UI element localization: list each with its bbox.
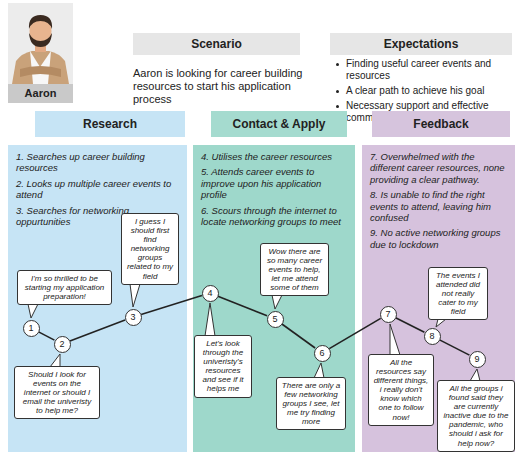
thought-text: Wow there are so many career events to h… xyxy=(265,247,324,292)
step-description: 4. Utilises the career resources xyxy=(201,151,348,162)
speech-bubble: Should I look for events on the internet… xyxy=(14,366,100,419)
bullet-item: A clear path to achieve his goal xyxy=(346,85,484,97)
section-body: Aaron is looking for career building res… xyxy=(133,67,328,106)
step-description: 7. Overwhelmed with the different career… xyxy=(370,151,508,185)
bullet-item: Finding useful career events and resourc… xyxy=(346,58,520,82)
thought-text: All the groups i found said they are cur… xyxy=(442,384,510,448)
section-heading: Expectations xyxy=(330,33,512,55)
step-number: 7 xyxy=(381,307,396,321)
step-number: 4 xyxy=(203,286,218,300)
bullet-dot xyxy=(336,105,339,108)
bullet-row: A clear path to achieve his goal xyxy=(330,85,520,97)
journey-step-circle: 7 xyxy=(380,306,397,323)
step-number: 6 xyxy=(315,346,330,360)
section-heading: Scenario xyxy=(133,33,300,55)
stage-header: Contact & Apply xyxy=(211,111,347,137)
stage-header: Feedback xyxy=(372,111,510,137)
thought-text: I'm so thrilled to be starting my applic… xyxy=(22,274,107,301)
step-number: 1 xyxy=(24,321,39,335)
bullet-dot xyxy=(336,63,339,66)
speech-bubble: I guess I should first find networking g… xyxy=(121,213,179,285)
step-number: 2 xyxy=(55,337,70,351)
thought-text: All the resources say different things, … xyxy=(373,358,429,422)
step-description: 9. No active networking groups due to lo… xyxy=(370,227,508,250)
journey-step-circle: 9 xyxy=(469,351,486,368)
stage-header: Research xyxy=(35,111,185,137)
speech-bubble: All the resources say different things, … xyxy=(368,354,434,426)
stage-title: Contact & Apply xyxy=(211,111,347,137)
journey-step-circle: 6 xyxy=(314,345,331,362)
thought-text: Let's look through the univeristy's reso… xyxy=(199,339,247,394)
stage-panel: 1. Searches up career building resources… xyxy=(8,145,187,452)
bullet-dot xyxy=(336,90,339,93)
thought-text: The events I attended did not really cat… xyxy=(433,271,483,316)
step-number: 5 xyxy=(268,312,283,326)
journey-step-circle: 1 xyxy=(23,320,40,337)
stage-title: Research xyxy=(35,111,185,137)
step-number: 3 xyxy=(126,310,141,324)
journey-step-circle: 5 xyxy=(267,311,284,328)
bullet-row: Finding useful career events and resourc… xyxy=(330,58,520,82)
step-description: 6. Scours through the internet to locate… xyxy=(201,205,348,228)
step-number: 9 xyxy=(470,352,485,366)
thought-text: Should I look for events on the internet… xyxy=(19,370,95,415)
persona-name-box: Aaron xyxy=(8,84,73,103)
speech-bubble: There are only a few networking groups I… xyxy=(276,377,346,430)
journey-step-circle: 8 xyxy=(424,328,441,345)
step-number: 8 xyxy=(425,329,440,343)
persona-photo xyxy=(8,3,73,84)
persona-name: Aaron xyxy=(8,84,73,103)
speech-bubble: Wow there are so many career events to h… xyxy=(260,243,329,296)
step-description: 2. Looks up multiple career events to at… xyxy=(16,178,180,201)
speech-bubble: The events I attended did not really cat… xyxy=(428,267,488,320)
speech-bubble: I'm so thrilled to be starting my applic… xyxy=(17,270,112,305)
thought-text: I guess I should first find networking g… xyxy=(126,217,174,281)
thought-text: There are only a few networking groups I… xyxy=(281,381,341,426)
stage-panel: 7. Overwhelmed with the different career… xyxy=(362,145,515,452)
info-block: ScenarioAaron is looking for career buil… xyxy=(133,33,328,106)
step-description: 1. Searches up career building resources xyxy=(16,151,180,174)
step-description: 8. Is unable to find the right events to… xyxy=(370,189,508,223)
journey-step-circle: 4 xyxy=(202,285,219,302)
step-description: 5. Attends career events to improve upon… xyxy=(201,166,348,200)
speech-bubble: Let's look through the univeristy's reso… xyxy=(194,335,252,398)
stage-title: Feedback xyxy=(372,111,510,137)
speech-bubble: All the groups i found said they are cur… xyxy=(437,380,515,452)
journey-step-circle: 3 xyxy=(125,309,142,326)
journey-step-circle: 2 xyxy=(54,336,71,353)
